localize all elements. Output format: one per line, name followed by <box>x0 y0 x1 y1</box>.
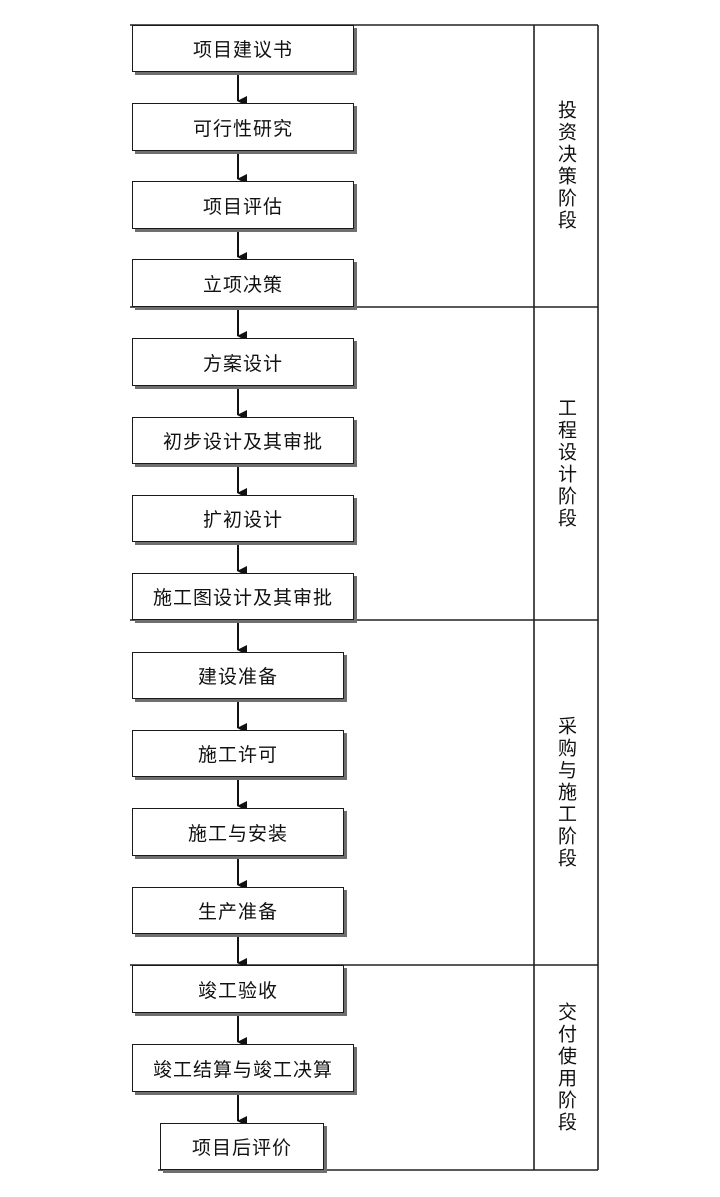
step-label: 立项决策 <box>202 273 283 296</box>
step-box: 施工与安装 <box>132 808 344 856</box>
step-label: 施工许可 <box>197 744 278 766</box>
step-label: 施工与安装 <box>187 822 288 845</box>
stage-label-engineering-design: 工程设计阶段 <box>555 397 577 530</box>
step-label: 竣工结算与竣工决算 <box>152 1058 333 1081</box>
step-box: 立项决策 <box>132 259 354 307</box>
step-box: 项目评估 <box>132 181 354 229</box>
step-label: 方案设计 <box>202 352 283 375</box>
step-box: 项目后评价 <box>160 1123 324 1170</box>
step-label: 施工图设计及其审批 <box>152 587 333 609</box>
step-box: 竣工验收 <box>132 965 344 1013</box>
stage-label-procurement-construction: 采购与施工阶段 <box>555 715 577 870</box>
step-box: 初步设计及其审批 <box>132 417 354 464</box>
step-label: 项目后评价 <box>191 1137 292 1159</box>
stage-label-handover: 交付使用阶段 <box>555 1001 577 1134</box>
step-label: 生产准备 <box>197 901 278 923</box>
step-box: 建设准备 <box>132 652 344 699</box>
stage-label-investment-decision: 投资决策阶段 <box>555 100 577 232</box>
step-box: 施工图设计及其审批 <box>132 573 354 620</box>
step-label: 项目评估 <box>202 195 283 218</box>
step-label: 建设准备 <box>197 666 278 688</box>
step-label: 竣工验收 <box>197 979 278 1002</box>
step-box: 施工许可 <box>132 730 344 777</box>
step-label: 初步设计及其审批 <box>162 431 323 453</box>
step-box: 扩初设计 <box>132 495 354 542</box>
step-box: 可行性研究 <box>132 103 354 151</box>
step-label: 可行性研究 <box>192 117 293 140</box>
step-box: 竣工结算与竣工决算 <box>132 1044 354 1092</box>
step-label: 扩初设计 <box>202 509 283 531</box>
step-box: 生产准备 <box>132 887 344 934</box>
step-box: 项目建议书 <box>132 25 354 72</box>
step-label: 项目建议书 <box>192 39 293 61</box>
step-box: 方案设计 <box>132 338 354 386</box>
